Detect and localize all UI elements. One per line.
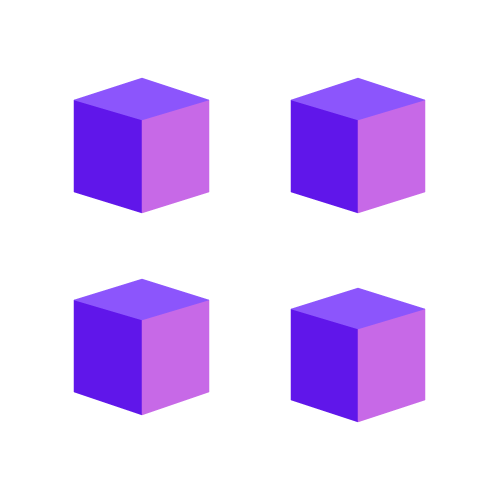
cube-bottom-left-top-face xyxy=(73,278,210,321)
cube-top-right xyxy=(290,77,426,214)
cube-bottom-right-top-face xyxy=(290,287,426,330)
cube-group xyxy=(73,77,426,423)
cube-bottom-right xyxy=(290,287,426,423)
cube-top-left-top-face xyxy=(73,77,210,121)
cube-top-left xyxy=(73,77,210,214)
cube-bottom-left xyxy=(73,278,210,416)
cube-top-right-top-face xyxy=(290,77,426,121)
